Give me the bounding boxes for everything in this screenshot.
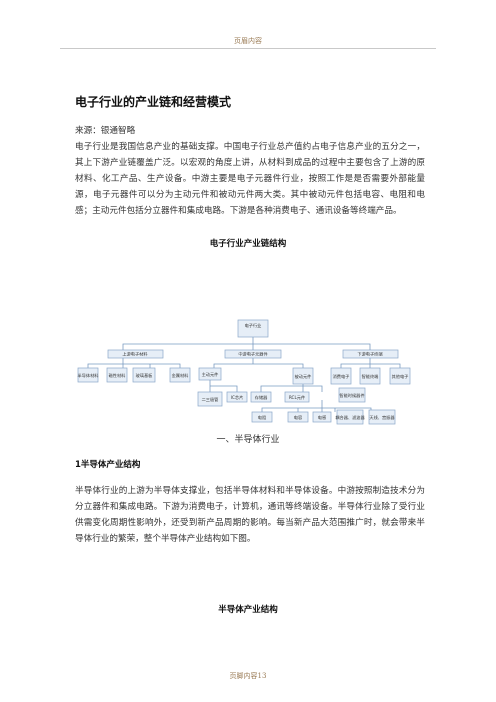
svg-text:其他电子: 其他电子 — [392, 373, 409, 380]
node-inductor: 电感 — [312, 411, 332, 423]
svg-text:玻璃基板: 玻璃基板 — [136, 372, 154, 379]
svg-text:金属材料: 金属材料 — [172, 372, 190, 379]
node-root: 电子行业 — [237, 319, 269, 338]
article-title: 电子行业的产业链和经营模式 — [75, 95, 232, 109]
node-midstream: 中游电子元器件 — [224, 349, 282, 359]
svg-text:智能时候器件: 智能时候器件 — [339, 392, 364, 399]
svg-text:消费电子: 消费电子 — [333, 373, 350, 380]
node-metal-material: 金属材料 — [169, 367, 191, 383]
svg-text:IC芯片: IC芯片 — [231, 394, 244, 401]
node-smart-timing: 智能时候器件 — [338, 387, 366, 403]
svg-text:天线、宫振器: 天线、宫振器 — [369, 414, 395, 421]
svg-text:被动元件: 被动元件 — [295, 373, 312, 380]
svg-text:下游电子终端: 下游电子终端 — [357, 351, 382, 358]
header-divider — [60, 48, 436, 49]
node-downstream: 下游电子终端 — [342, 349, 399, 359]
node-root-label: 电子行业 — [245, 322, 262, 329]
semiconductor-paragraph: 半导体行业的上游为半导体支撑业，包括半导体材料和半导体设备。中游按照制造技术分为… — [75, 486, 425, 544]
node-diode-transistor: 二三极管 — [197, 391, 223, 407]
svg-text:电阻: 电阻 — [258, 414, 267, 421]
node-capacitor: 电容 — [287, 411, 309, 423]
node-active-component: 主动元件 — [198, 367, 222, 381]
svg-text:电感: 电感 — [318, 414, 326, 420]
subsection-heading: 1半导体产业结构 — [75, 460, 141, 470]
node-glass-substrate: 玻璃基板 — [132, 367, 156, 383]
second-caption: 半导体产业结构 — [218, 605, 278, 615]
source-line: 来源：银通智略 — [75, 126, 136, 136]
svg-text:二三极管: 二三极管 — [202, 396, 219, 403]
node-upstream: 上游电子材料 — [107, 349, 164, 359]
node-other-electronics: 其他电子 — [389, 367, 411, 385]
industry-chain-diagram: 电子行业 上游电子材料 中游电子元器件 下游电子终端 半导体材料 磁性材料 玻璃… — [78, 319, 411, 425]
page-footer: 页脚内容13 — [229, 672, 267, 680]
node-coupler-filter: 耦合器、滤波器 — [335, 409, 365, 425]
svg-text:耦合器、滤波器: 耦合器、滤波器 — [335, 414, 365, 421]
svg-text:主动元件: 主动元件 — [202, 371, 219, 378]
svg-text:存储器: 存储器 — [255, 394, 268, 401]
section-heading: 一、半导体行业 — [216, 435, 280, 445]
node-passive-component: 被动元件 — [292, 367, 314, 385]
node-memory: 存储器 — [250, 391, 272, 403]
svg-text:上游电子材料: 上游电子材料 — [122, 351, 148, 358]
intro-paragraph: 电子行业是我国信息产业的基础支撑。中国电子行业总产值约占电子信息产业的五分之一，… — [75, 142, 425, 216]
node-antenna-oscillator: 天线、宫振器 — [368, 409, 395, 425]
node-consumer-electronics: 消费电子 — [330, 367, 352, 385]
svg-text:智能终端: 智能终端 — [362, 373, 379, 380]
diagram-caption: 电子行业产业链结构 — [209, 239, 287, 249]
node-smart-terminal: 智能终端 — [359, 367, 381, 385]
node-rcl: RCL元件 — [284, 391, 310, 403]
svg-text:半导体材料: 半导体材料 — [78, 372, 100, 379]
diagram-connectors — [87, 337, 401, 412]
svg-text:中游电子元器件: 中游电子元器件 — [238, 351, 267, 358]
svg-text:RCL元件: RCL元件 — [289, 394, 305, 401]
node-magnetic-material: 磁性材料 — [106, 367, 128, 383]
node-resistor: 电阻 — [251, 411, 273, 423]
page-header: 页眉内容 — [234, 37, 262, 45]
svg-text:磁性材料: 磁性材料 — [109, 372, 127, 379]
node-ic-chip: IC芯片 — [226, 391, 248, 403]
svg-text:电容: 电容 — [294, 414, 302, 421]
node-semiconductor-material: 半导体材料 — [78, 367, 100, 383]
